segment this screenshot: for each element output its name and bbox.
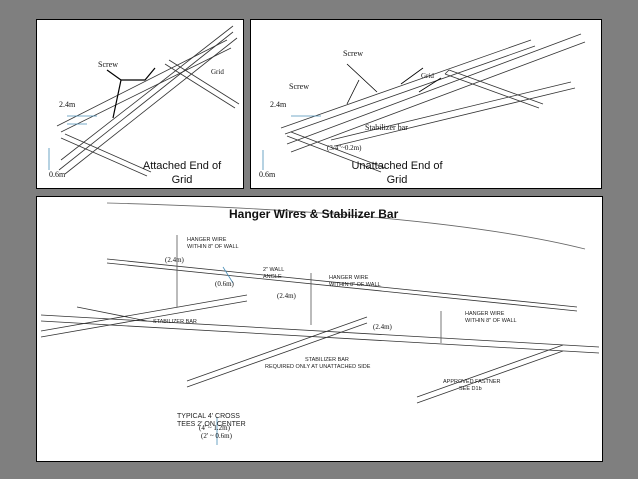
unattached-end-drawing (262, 33, 586, 173)
dim-2-4m-b-label: (2.4m) (277, 292, 296, 300)
hanger-wires-drawing (40, 202, 600, 445)
hanger-wire-1-note: HANGER WIRE WITHIN 8" OF WALL (187, 237, 239, 251)
caption-line-1: Attached End of (142, 160, 222, 172)
dim-0-6m-label: (0.6m) (215, 280, 234, 288)
caption-line-2: Grid (171, 174, 193, 186)
dim-2-4m-label: 2.4m (59, 100, 76, 109)
attached-end-panel: Screw Grid 2.4m 0.6m Attached End of Gri… (36, 19, 244, 189)
dim-0-6m-label: 0.6m (259, 170, 276, 179)
note-line: ANGLE (263, 274, 282, 280)
hanger-wire-2-note: HANGER WIRE WITHIN 8" OF WALL (329, 275, 381, 289)
note-line: HANGER WIRE (187, 237, 227, 243)
stabilizer-required-note: STABILIZER BAR REQUIRED ONLY AT UNATTACH… (265, 357, 370, 371)
dim-0-6m-label: 0.6m (49, 170, 66, 179)
dim-3-4-label: (3/4"~0.2m) (327, 144, 362, 152)
dim-2-4m-c-label: (2.4m) (373, 323, 392, 331)
stabilizer-bar-note: STABILIZER BAR (153, 319, 197, 325)
note-line: TEES 2' ON CENTER (177, 421, 246, 428)
note-line: 2" WALL (263, 267, 285, 273)
note-line: SEE D1b (459, 386, 482, 392)
note-line: HANGER WIRE (465, 311, 505, 317)
hanger-wires-panel: Hanger Wires & Stabilizer Bar HANGER WIR… (36, 196, 603, 462)
screw-top-label: Screw (343, 49, 363, 58)
note-line: WITHIN 8" OF WALL (187, 244, 239, 250)
typical-cross-tees-note: TYPICAL 4' CROSS TEES 2' ON CENTER (177, 413, 246, 429)
attached-end-caption: Attached End of Grid (129, 159, 235, 187)
dim-0-6m-b-label: (2' ~ 0.6m) (201, 432, 232, 440)
dim-2-4m-a-label: (2.4m) (165, 256, 184, 264)
note-line: HANGER WIRE (329, 275, 369, 281)
caption-line-2: Grid (386, 174, 408, 186)
note-line: STABILIZER BAR (305, 357, 349, 363)
note-line: WITHIN 8" OF WALL (329, 282, 381, 288)
screw-label: Screw (98, 60, 118, 69)
attached-end-drawing (48, 25, 240, 177)
stabilizer-bar-label: Stabilizer bar (365, 123, 408, 132)
note-line: WITHIN 8" OF WALL (465, 318, 517, 324)
caption-line-1: Unattached End of (351, 160, 443, 172)
dim-2-4m-label: 2.4m (270, 100, 287, 109)
approved-fastener-note: APPROVED FASTNER SEE D1b (443, 379, 500, 393)
wall-angle-note: 2" WALL ANGLE (263, 267, 284, 281)
note-line: APPROVED FASTNER (443, 379, 501, 385)
unattached-end-caption: Unattached End of Grid (337, 159, 457, 187)
note-line: REQUIRED ONLY AT UNATTACHED SIDE (265, 364, 371, 370)
dim-1-2m-label: (4' ~ 1.2m) (199, 424, 230, 432)
unattached-end-panel: Screw Screw Grid 2.4m Stabilizer bar (3/… (250, 19, 602, 189)
grid-label: Grid (211, 68, 224, 76)
panel-title: Hanger Wires & Stabilizer Bar (229, 207, 399, 221)
screw-mid-label: Screw (289, 82, 309, 91)
hanger-wire-3-note: HANGER WIRE WITHIN 8" OF WALL (465, 311, 517, 325)
grid-label: Grid (421, 72, 434, 80)
note-line: TYPICAL 4' CROSS (177, 413, 240, 420)
